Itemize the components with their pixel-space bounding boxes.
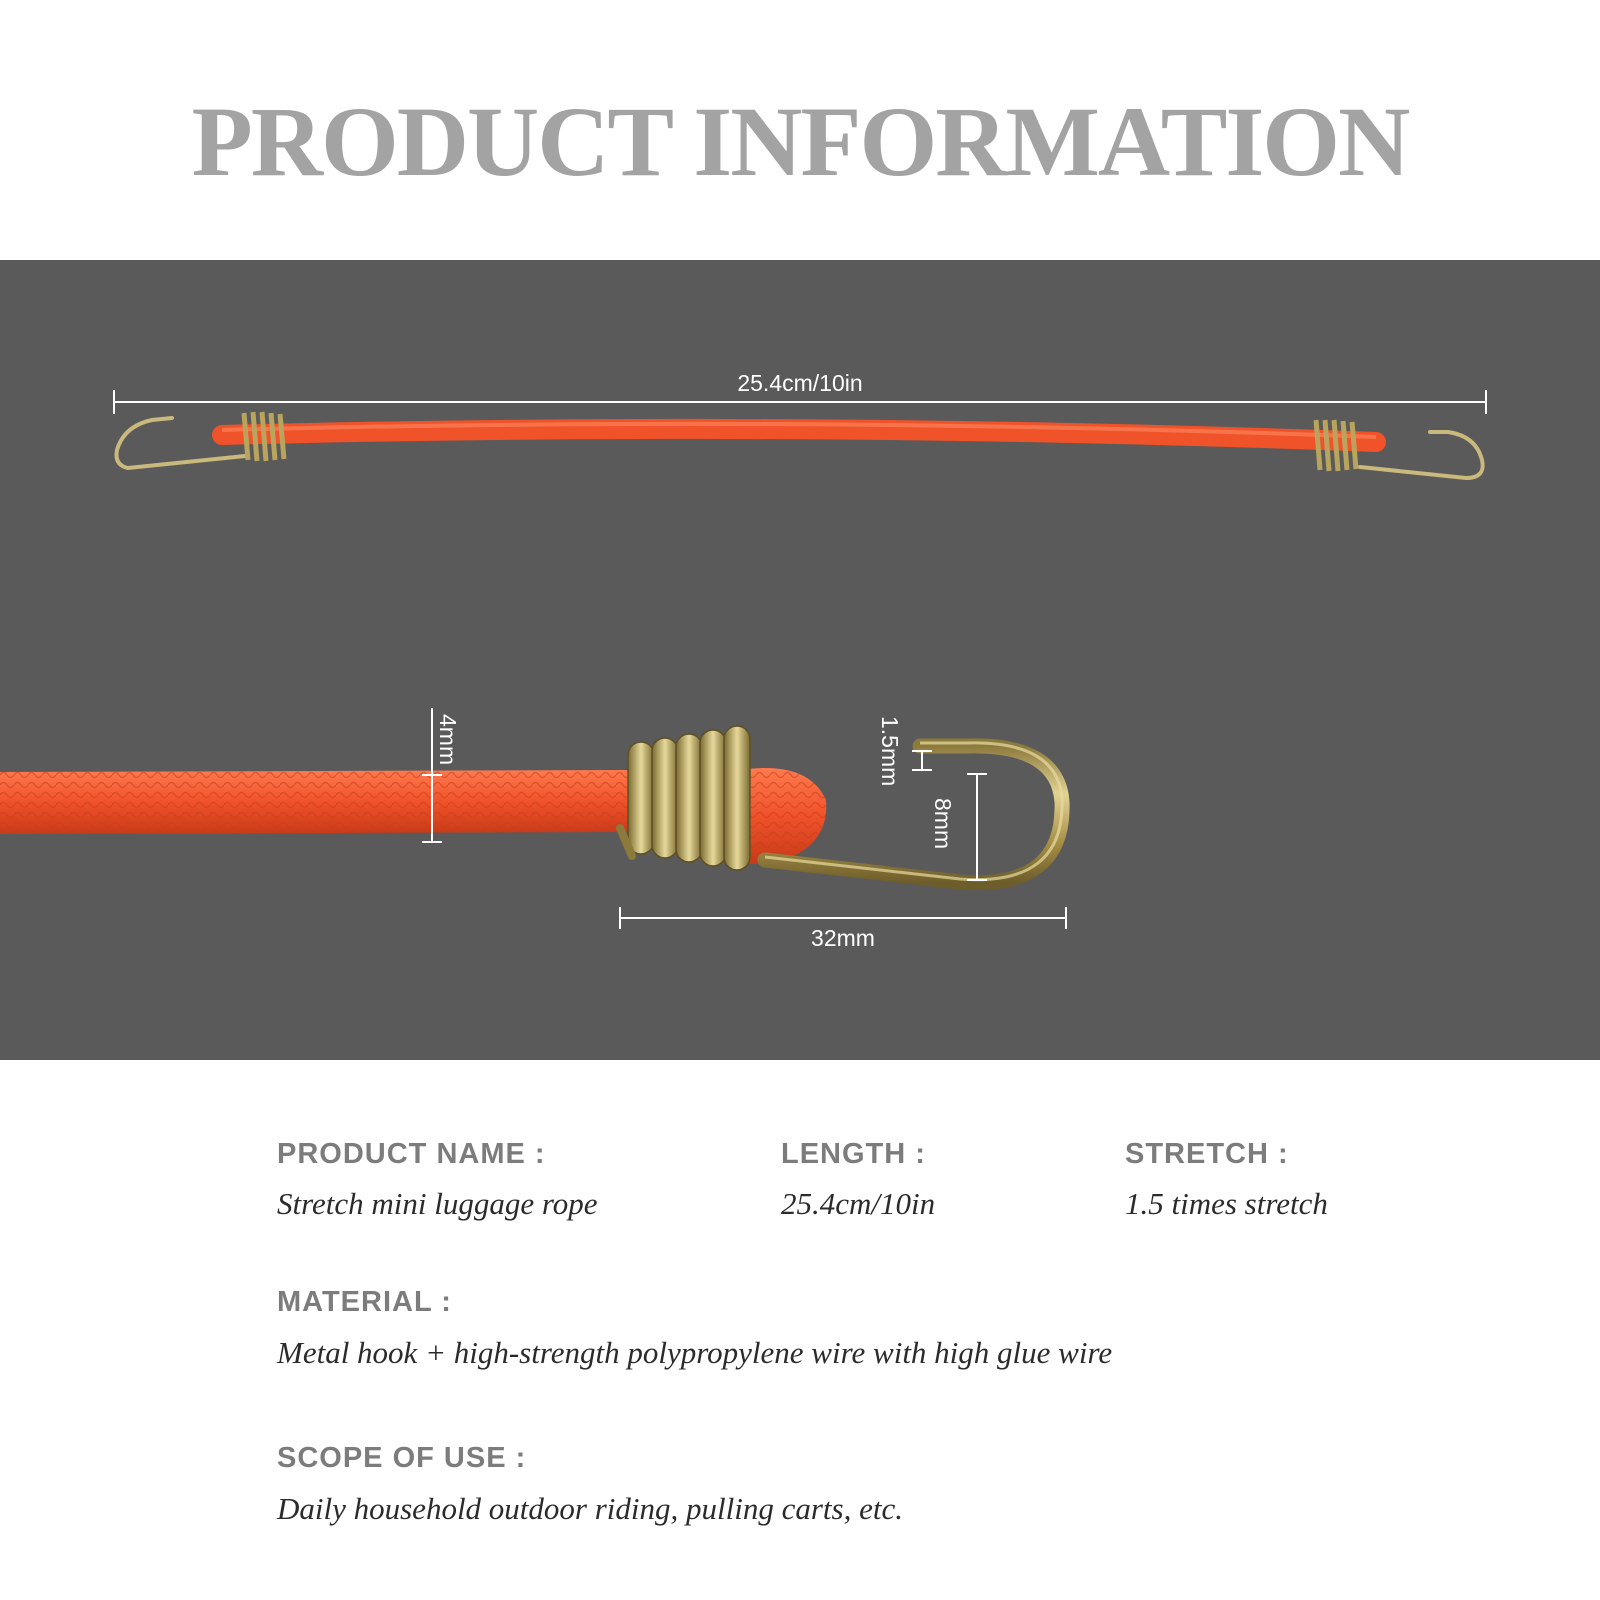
hook-opening-dimension-line [967,773,987,881]
total-length-label: 25.4cm/10in [737,370,862,396]
material-value: Metal hook + high-strength polypropylene… [277,1335,1113,1370]
stretch-label: STRETCH : [1125,1138,1289,1170]
closeup-hook-icon [616,725,1070,891]
rope-diameter-dimension-line [422,708,442,843]
stretch-value: 1.5 times stretch [1125,1186,1328,1221]
total-length-dimension-line [113,390,1487,414]
right-hook-icon [1313,419,1485,481]
full-cord [114,411,1485,481]
product-photo: 25.4cm/10in [0,260,1600,1060]
page-title: PRODUCT INFORMATION [191,86,1411,197]
rope-diameter-label: 4mm [435,714,461,765]
hook-length-label: 32mm [811,925,875,951]
material-label: MATERIAL : [277,1286,452,1318]
product-name-value: Stretch mini luggage rope [277,1186,598,1221]
product-name-label: PRODUCT NAME : [277,1138,546,1170]
bungee-cord-illustration: 25.4cm/10in [0,370,1487,951]
hook-opening-label: 8mm [930,798,956,849]
hook-length-dimension-line [619,907,1067,929]
length-label: LENGTH : [781,1138,926,1170]
scope-of-use-value: Daily household outdoor riding, pulling … [277,1491,903,1526]
closeup-rope [0,768,827,864]
length-value: 25.4cm/10in [781,1186,936,1221]
wire-thickness-dimension-line [912,750,932,771]
wire-thickness-label: 1.5mm [877,716,903,786]
left-hook-icon [114,411,287,471]
scope-of-use-label: SCOPE OF USE : [277,1442,527,1474]
